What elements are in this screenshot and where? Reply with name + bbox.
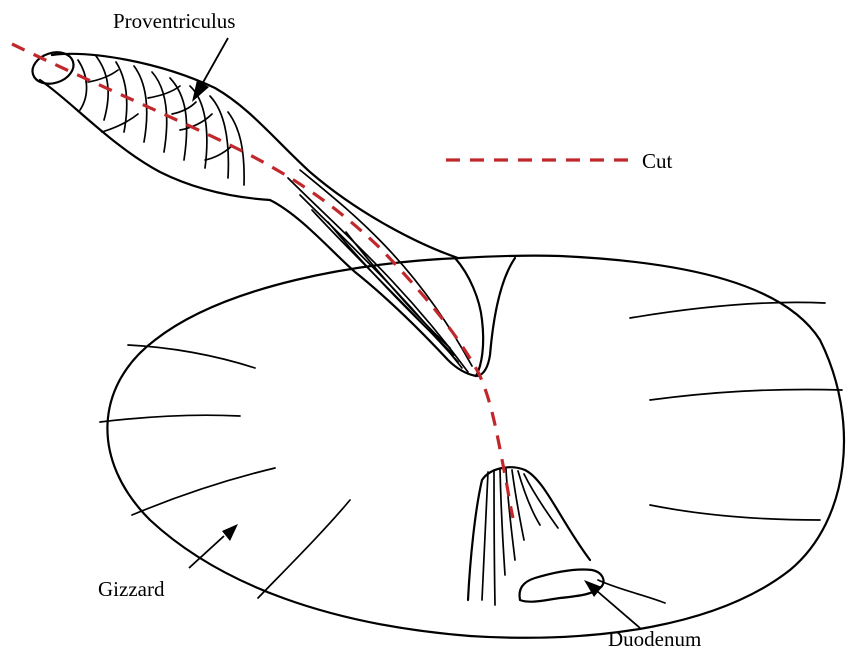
gizzard-ridge <box>258 500 350 598</box>
gizzard-outline <box>107 256 844 638</box>
gizzard-ridge <box>650 389 842 400</box>
duodenum-arrow <box>584 580 640 628</box>
proventriculus-label: Proventriculus <box>113 9 235 33</box>
gizzard-upper-notch-right <box>478 258 515 376</box>
gizzard-label: Gizzard <box>98 577 165 601</box>
gizzard-ridge <box>132 468 275 515</box>
isthmus-folds <box>288 170 472 372</box>
gizzard-arrow <box>189 524 238 568</box>
gizzard-lower-folds <box>482 469 558 605</box>
gizzard-body <box>100 256 844 638</box>
proventriculus-folds <box>78 56 244 185</box>
proventriculus <box>28 47 476 376</box>
gizzard-ridge <box>128 345 255 368</box>
gizzard-ridge <box>100 415 240 422</box>
proventriculus-outline-bottom <box>40 80 476 376</box>
gizzard-ridge <box>650 505 820 520</box>
gizzard-ridge <box>630 302 825 318</box>
cut-line <box>12 44 513 518</box>
duodenum-label: Duodenum <box>608 627 701 651</box>
cut-label: Cut <box>642 149 673 173</box>
